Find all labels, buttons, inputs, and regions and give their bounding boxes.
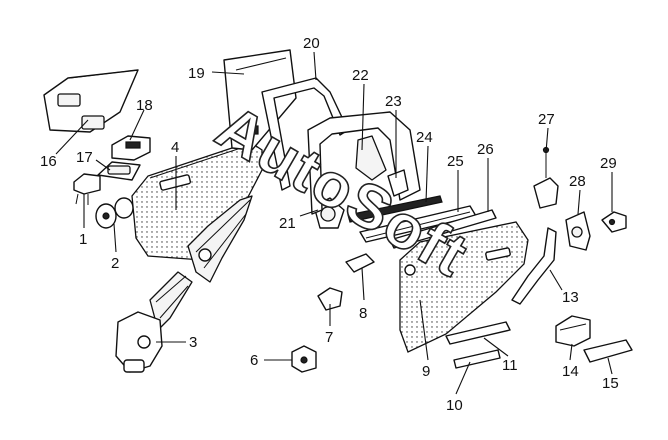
callout-28: 28	[569, 173, 586, 190]
part-7-clip	[317, 287, 343, 311]
callout-13: 13	[562, 289, 579, 306]
part-4-door-trim-panel	[131, 141, 263, 261]
part-18-switch-housing	[111, 135, 151, 161]
callout-23: 23	[385, 93, 402, 110]
part-1-clip	[73, 173, 101, 205]
callout-26: 26	[477, 141, 494, 158]
part-26-outer-strip	[389, 209, 497, 249]
leader-lines	[55, 51, 613, 395]
callout-7: 7	[325, 329, 333, 346]
part-13-weatherstrip	[511, 227, 557, 305]
callout-9: 9	[422, 363, 430, 380]
part-2-handle-knob	[95, 197, 134, 229]
part-15-striker-plate	[583, 339, 633, 363]
callout-10: 10	[446, 397, 463, 414]
part-11-moulding	[445, 321, 511, 345]
part-29-striker	[601, 211, 627, 233]
callout-27: 27	[538, 111, 555, 128]
part-door-frame	[307, 111, 421, 215]
part-6-lock-cylinder	[291, 345, 317, 373]
part-10-moulding-lower	[453, 349, 501, 369]
callout-6: 6	[250, 352, 258, 369]
callout-19: 19	[188, 65, 205, 82]
part-27-lock-actuator	[533, 146, 559, 209]
callout-15: 15	[602, 375, 619, 392]
part-3-regulator-motor	[115, 271, 193, 373]
callout-20: 20	[303, 35, 320, 52]
part-9-rear-door-panel	[399, 221, 529, 353]
callout-2: 2	[111, 255, 119, 272]
callout-8: 8	[359, 305, 367, 322]
part-20-window-channel	[261, 77, 349, 191]
callout-17: 17	[76, 149, 93, 166]
callout-24: 24	[416, 129, 433, 146]
callout-14: 14	[562, 363, 579, 380]
part-24-belt-moulding	[347, 195, 443, 223]
part-14-hinge	[555, 315, 591, 347]
callout-3: 3	[189, 334, 197, 351]
callout-22: 22	[352, 67, 369, 84]
callout-21: 21	[279, 215, 296, 232]
callout-25: 25	[447, 153, 464, 170]
callout-16: 16	[40, 153, 57, 170]
callout-11: 11	[502, 357, 518, 374]
callout-labels: 16 17 18 1 2 4 3 6 7 8 9 10 11 13 14 15 …	[40, 35, 619, 414]
part-17-pull-handle	[97, 161, 141, 181]
callout-4: 4	[171, 139, 179, 156]
callout-18: 18	[136, 97, 153, 114]
part-8-bracket	[345, 253, 375, 273]
callout-1: 1	[79, 231, 87, 248]
callout-29: 29	[600, 155, 617, 172]
part-28-door-lock	[565, 211, 591, 251]
part-16-armrest-trim	[43, 69, 139, 133]
part-window-regulator-arm	[187, 195, 253, 283]
